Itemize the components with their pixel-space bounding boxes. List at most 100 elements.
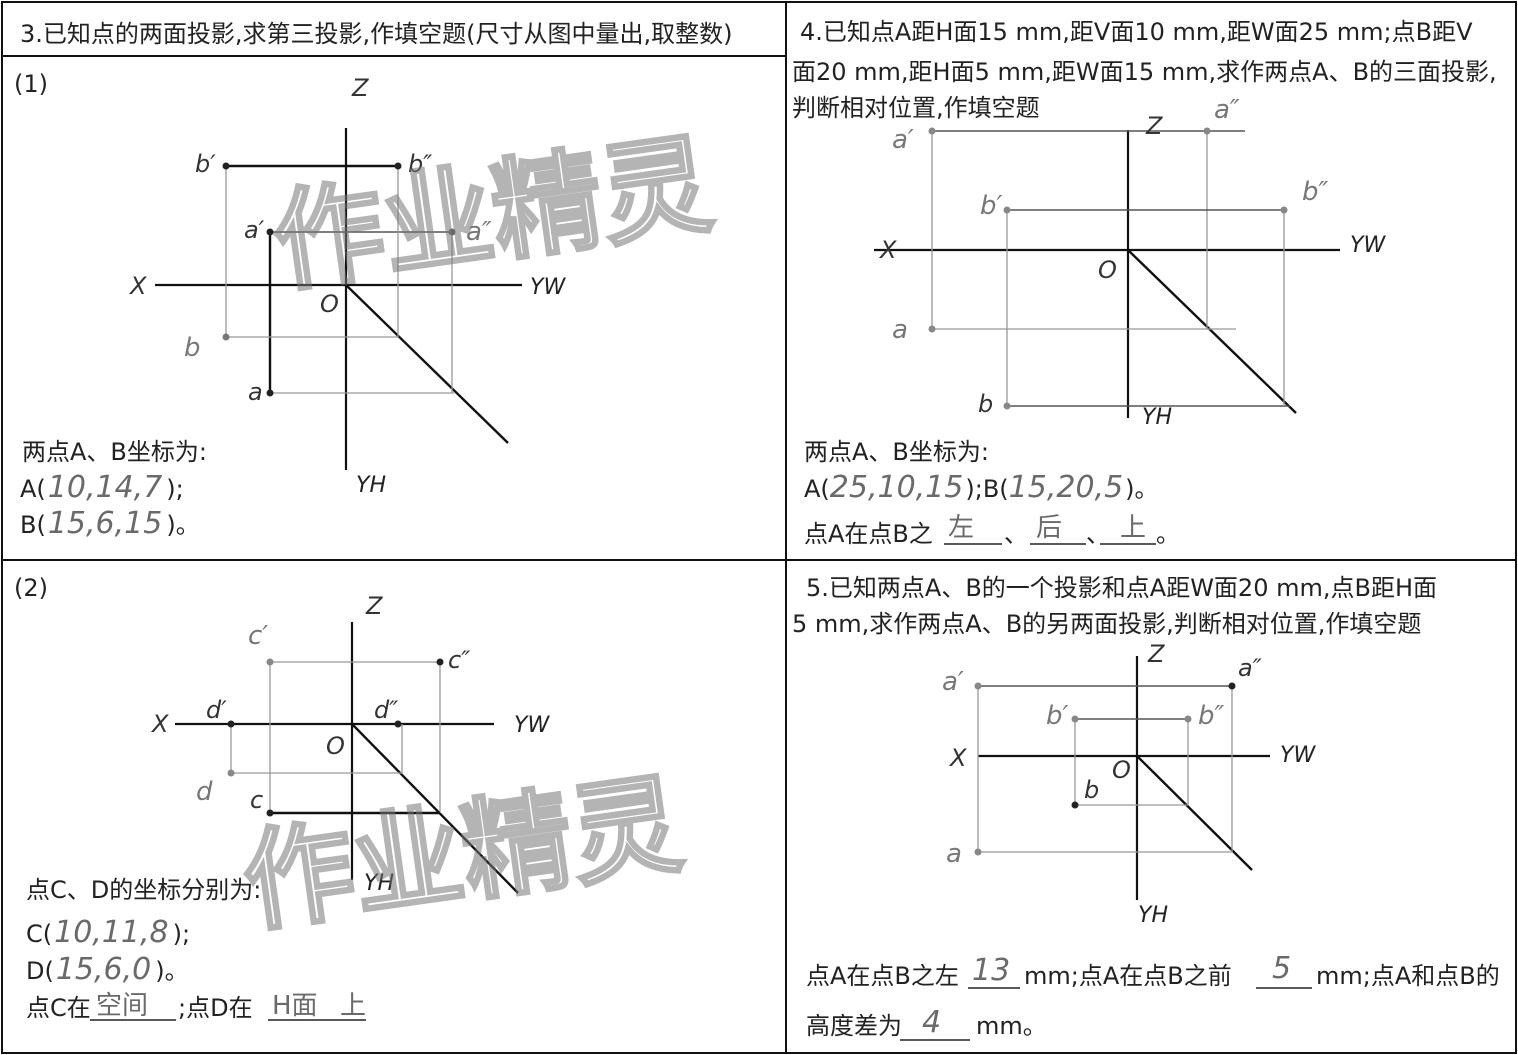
a-prefix-4: A( bbox=[804, 475, 830, 503]
q3-p2-c-line: C(10,11,8); bbox=[26, 915, 190, 950]
q3-part1: (1) Z X O YW YH b′ b″ a′ a″ b a 两点A、B坐标为… bbox=[14, 70, 566, 541]
q4-ans1: 左 bbox=[948, 513, 974, 543]
pos-d-answer-2: 上 bbox=[340, 991, 366, 1021]
label-a: a bbox=[248, 378, 263, 406]
a-answer: 10,14,7 bbox=[48, 470, 163, 505]
point-a bbox=[266, 389, 274, 397]
c-answer: 10,11,8 bbox=[54, 915, 169, 950]
label-b-5: b bbox=[1084, 776, 1099, 804]
label-yw: YW bbox=[530, 275, 566, 300]
d-answer: 15,6,0 bbox=[56, 952, 151, 987]
point-b-dprime bbox=[394, 162, 402, 170]
label-b-dprime-4: b″ bbox=[1302, 177, 1329, 207]
b-prefix: B( bbox=[20, 511, 46, 539]
point-b-4 bbox=[1003, 402, 1011, 410]
point-b-prime bbox=[222, 162, 230, 170]
b-answer-4: 15,20,5 bbox=[1009, 470, 1124, 505]
q5-ans3: 4 bbox=[922, 1005, 941, 1040]
point-a-prime-4 bbox=[928, 127, 936, 135]
label-o-2: O bbox=[326, 732, 345, 760]
label-a-dprime-5: a″ bbox=[1238, 654, 1262, 682]
b-suffix-4: )。 bbox=[1125, 475, 1158, 503]
point-c-dprime bbox=[436, 658, 444, 666]
pos-d-answer: H面 bbox=[272, 991, 318, 1021]
label-d: d bbox=[196, 777, 213, 807]
label-a-5: a bbox=[946, 839, 962, 869]
label-x-4: X bbox=[878, 236, 897, 264]
diagonal-45-4 bbox=[1127, 249, 1297, 414]
diagonal-45-2 bbox=[351, 723, 519, 894]
point-a-prime-5 bbox=[974, 682, 982, 690]
point-b-dprime-5 bbox=[1184, 715, 1192, 723]
q5-unit1: mm;点A在点B之前 bbox=[1024, 962, 1232, 990]
label-yh-2: YH bbox=[364, 871, 394, 896]
label-x-5: X bbox=[948, 744, 967, 772]
diagonal-45-5 bbox=[1136, 755, 1253, 871]
point-a-dprime bbox=[448, 228, 456, 236]
label-a-dprime-4: a″ bbox=[1214, 95, 1240, 125]
label-a-prime-5: a′ bbox=[942, 667, 964, 697]
point-b-dprime-4 bbox=[1280, 206, 1288, 214]
label-c-prime: c′ bbox=[248, 621, 268, 651]
label-o-5: O bbox=[1112, 756, 1131, 784]
q5: 5.已知两点A、B的一个投影和点A距W面20 mm,点B距H面 5 mm,求作两… bbox=[792, 574, 1500, 1041]
point-b bbox=[222, 333, 230, 341]
q3-title: 3.已知点的两面投影,求第三投影,作填空题(尺寸从图中量出,取整数) bbox=[20, 20, 733, 48]
c-prefix: C( bbox=[26, 920, 52, 948]
label-z-4: Z bbox=[1145, 112, 1163, 140]
label-o-4: O bbox=[1098, 256, 1117, 284]
q4-coord-line: A(25,10,15);B(15,20,5)。 bbox=[804, 470, 1159, 505]
label-b-4: b bbox=[978, 390, 993, 418]
q5-title-1: 5.已知两点A、B的一个投影和点A距W面20 mm,点B距H面 bbox=[806, 574, 1437, 602]
q4: 4.已知点A距H面15 mm,距V面10 mm,距W面25 mm;点B距V 面2… bbox=[792, 18, 1497, 548]
point-b-prime-4 bbox=[1003, 206, 1011, 214]
q3-p2-coord-label: 点C、D的坐标分别为: bbox=[26, 876, 261, 904]
label-b: b bbox=[184, 333, 201, 363]
label-yh-5: YH bbox=[1138, 903, 1168, 928]
b-suffix: )。 bbox=[166, 511, 199, 539]
watermark: 作业精灵 bbox=[236, 760, 690, 948]
label-b-dprime-5: b″ bbox=[1198, 701, 1225, 731]
b-answer: 15,6,15 bbox=[48, 506, 163, 541]
point-d-dprime bbox=[394, 720, 402, 728]
label-o: O bbox=[320, 290, 339, 318]
q4-coord-label: 两点A、B坐标为: bbox=[804, 438, 989, 466]
label-a-4: a bbox=[892, 315, 908, 345]
point-a-5 bbox=[974, 848, 982, 856]
q4-title-1: 4.已知点A距H面15 mm,距V面10 mm,距W面25 mm;点B距V bbox=[800, 18, 1473, 46]
a-suffix: ); bbox=[166, 475, 183, 503]
q4-ans3: 上 bbox=[1120, 513, 1146, 543]
a-prefix: A( bbox=[20, 475, 46, 503]
label-x: X bbox=[128, 272, 147, 300]
point-a-4 bbox=[928, 325, 936, 333]
q3-part2: (2) Z X O YW YH c′ c″ d′ d″ d c 点C、D的坐标分… bbox=[14, 574, 550, 1022]
q5-unit3: mm。 bbox=[976, 1012, 1047, 1040]
point-c-prime bbox=[266, 658, 274, 666]
q5-unit2: mm;点A和点B的 bbox=[1316, 962, 1500, 990]
label-a-prime: a′ bbox=[244, 216, 265, 244]
label-c: c bbox=[250, 786, 263, 814]
q4-pos-prefix: 点A在点B之 bbox=[804, 520, 933, 548]
point-a-prime bbox=[266, 228, 274, 236]
point-a-dprime-5 bbox=[1228, 682, 1236, 690]
q4-ans2: 后 bbox=[1036, 513, 1062, 543]
label-yw-2: YW bbox=[514, 713, 550, 738]
label-yh: YH bbox=[356, 473, 386, 498]
a-answer-4: 25,10,15 bbox=[830, 470, 964, 505]
label-d-dprime: d″ bbox=[374, 696, 398, 724]
point-d bbox=[227, 769, 235, 777]
q3-p1-coord-label: 两点A、B坐标为: bbox=[22, 438, 207, 466]
q3-p2-d-line: D(15,6,0)。 bbox=[26, 952, 189, 987]
q4-sep1: 、 bbox=[1004, 520, 1028, 548]
label-x-2: X bbox=[150, 710, 169, 738]
label-yw-4: YW bbox=[1350, 233, 1386, 258]
label-d-prime: d′ bbox=[206, 696, 227, 724]
label-c-dprime: c″ bbox=[448, 646, 470, 674]
point-c bbox=[266, 809, 274, 817]
point-a-dprime-4 bbox=[1203, 127, 1211, 135]
q3-p2-pos-mid: ;点D在 bbox=[178, 994, 253, 1022]
d-suffix: )。 bbox=[155, 957, 188, 985]
q3-p1-num: (1) bbox=[14, 70, 48, 98]
label-yw-5: YW bbox=[1280, 743, 1316, 768]
